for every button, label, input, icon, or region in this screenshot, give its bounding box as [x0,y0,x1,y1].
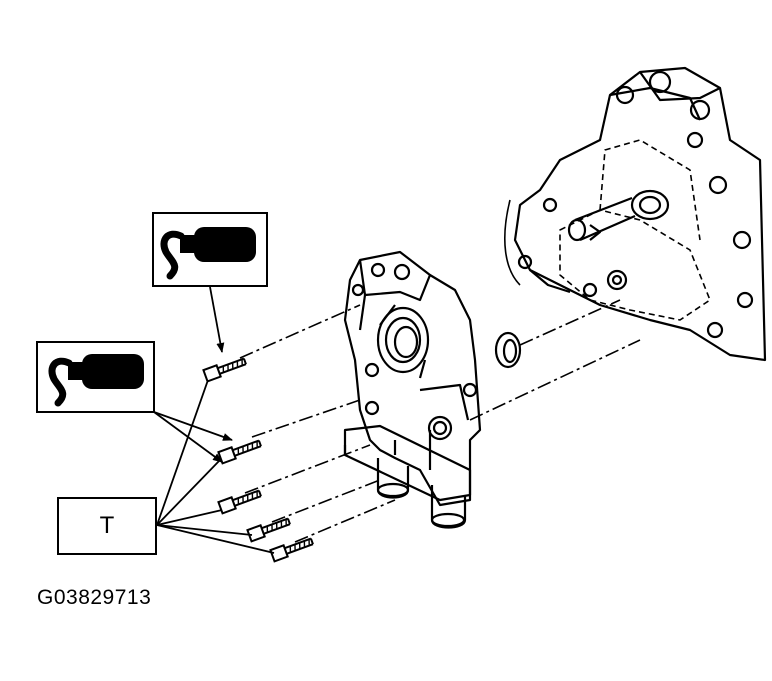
torque-label: T [99,512,115,539]
sealant-tube-icon [48,354,144,407]
bolt [202,357,247,383]
bolt [217,489,262,515]
bolts [202,357,314,563]
torque-label-box: T [57,497,157,555]
leader-lines [153,286,275,554]
bolt [269,537,314,563]
oil-pump-housing [343,250,482,529]
bolt [217,439,262,465]
sealant-tube-icon [160,227,256,280]
sealant-box-lower [36,341,155,413]
alignment-lines [239,299,641,543]
figure-id: G03829713 [37,586,152,609]
sealant-box-upper [152,212,268,287]
bolt [246,517,291,543]
engine-block [504,66,767,362]
o-ring [494,331,522,369]
